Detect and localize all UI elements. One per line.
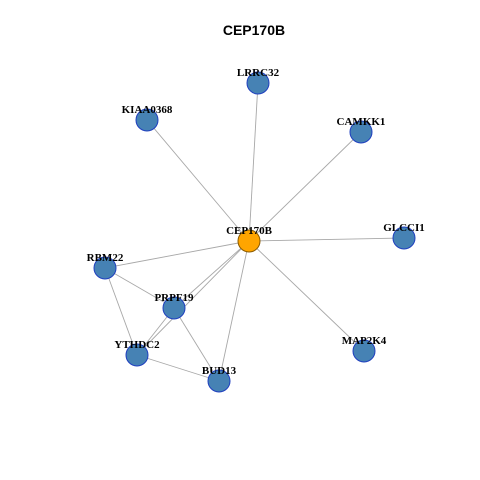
- node-label-kiaa0368: KIAA0368: [122, 104, 173, 116]
- edge-prpf19-bud13: [173, 307, 220, 382]
- edge-rbm22-ythdc2: [104, 267, 138, 356]
- edge-cep170b-lrrc32: [248, 82, 259, 242]
- edge-ythdc2-bud13: [136, 354, 220, 382]
- node-prpf19[interactable]: [162, 296, 186, 320]
- node-cep170b[interactable]: [237, 229, 261, 253]
- edge-cep170b-bud13: [218, 240, 250, 382]
- node-label-prpf19: PRPF19: [154, 292, 194, 304]
- node-lrrc32[interactable]: [246, 71, 270, 95]
- edge-cep170b-kiaa0368: [146, 119, 250, 242]
- node-label-bud13: BUD13: [202, 365, 237, 377]
- node-label-glcci1: GLCCI1: [383, 222, 425, 234]
- edge-cep170b-map2k4: [248, 240, 365, 352]
- node-label-camkk1: CAMKK1: [337, 116, 386, 128]
- node-bud13[interactable]: [207, 369, 231, 393]
- edge-cep170b-camkk1: [248, 131, 362, 242]
- graph-title: CEP170B: [223, 22, 285, 38]
- node-glcci1[interactable]: [392, 226, 416, 250]
- node-label-map2k4: MAP2K4: [342, 335, 387, 347]
- node-camkk1[interactable]: [349, 120, 373, 144]
- edge-cep170b-glcci1: [248, 237, 405, 242]
- label-layer: CEP170B LRRC32KIAA0368CAMKK1GLCCI1RBM22PR…: [87, 67, 425, 377]
- edge-cep170b-prpf19: [173, 240, 250, 309]
- node-layer: [93, 71, 416, 393]
- edge-rbm22-prpf19: [104, 267, 175, 309]
- edge-cep170b-rbm22: [104, 240, 250, 269]
- node-label-rbm22: RBM22: [87, 252, 124, 264]
- edge-cep170b-ythdc2: [136, 240, 250, 356]
- node-map2k4[interactable]: [352, 339, 376, 363]
- node-label-ythdc2: YTHDC2: [114, 339, 160, 351]
- node-kiaa0368[interactable]: [135, 108, 159, 132]
- node-rbm22[interactable]: [93, 256, 117, 280]
- node-ythdc2[interactable]: [125, 343, 149, 367]
- node-label-cep170b: CEP170B: [226, 225, 273, 237]
- node-label-lrrc32: LRRC32: [237, 67, 280, 79]
